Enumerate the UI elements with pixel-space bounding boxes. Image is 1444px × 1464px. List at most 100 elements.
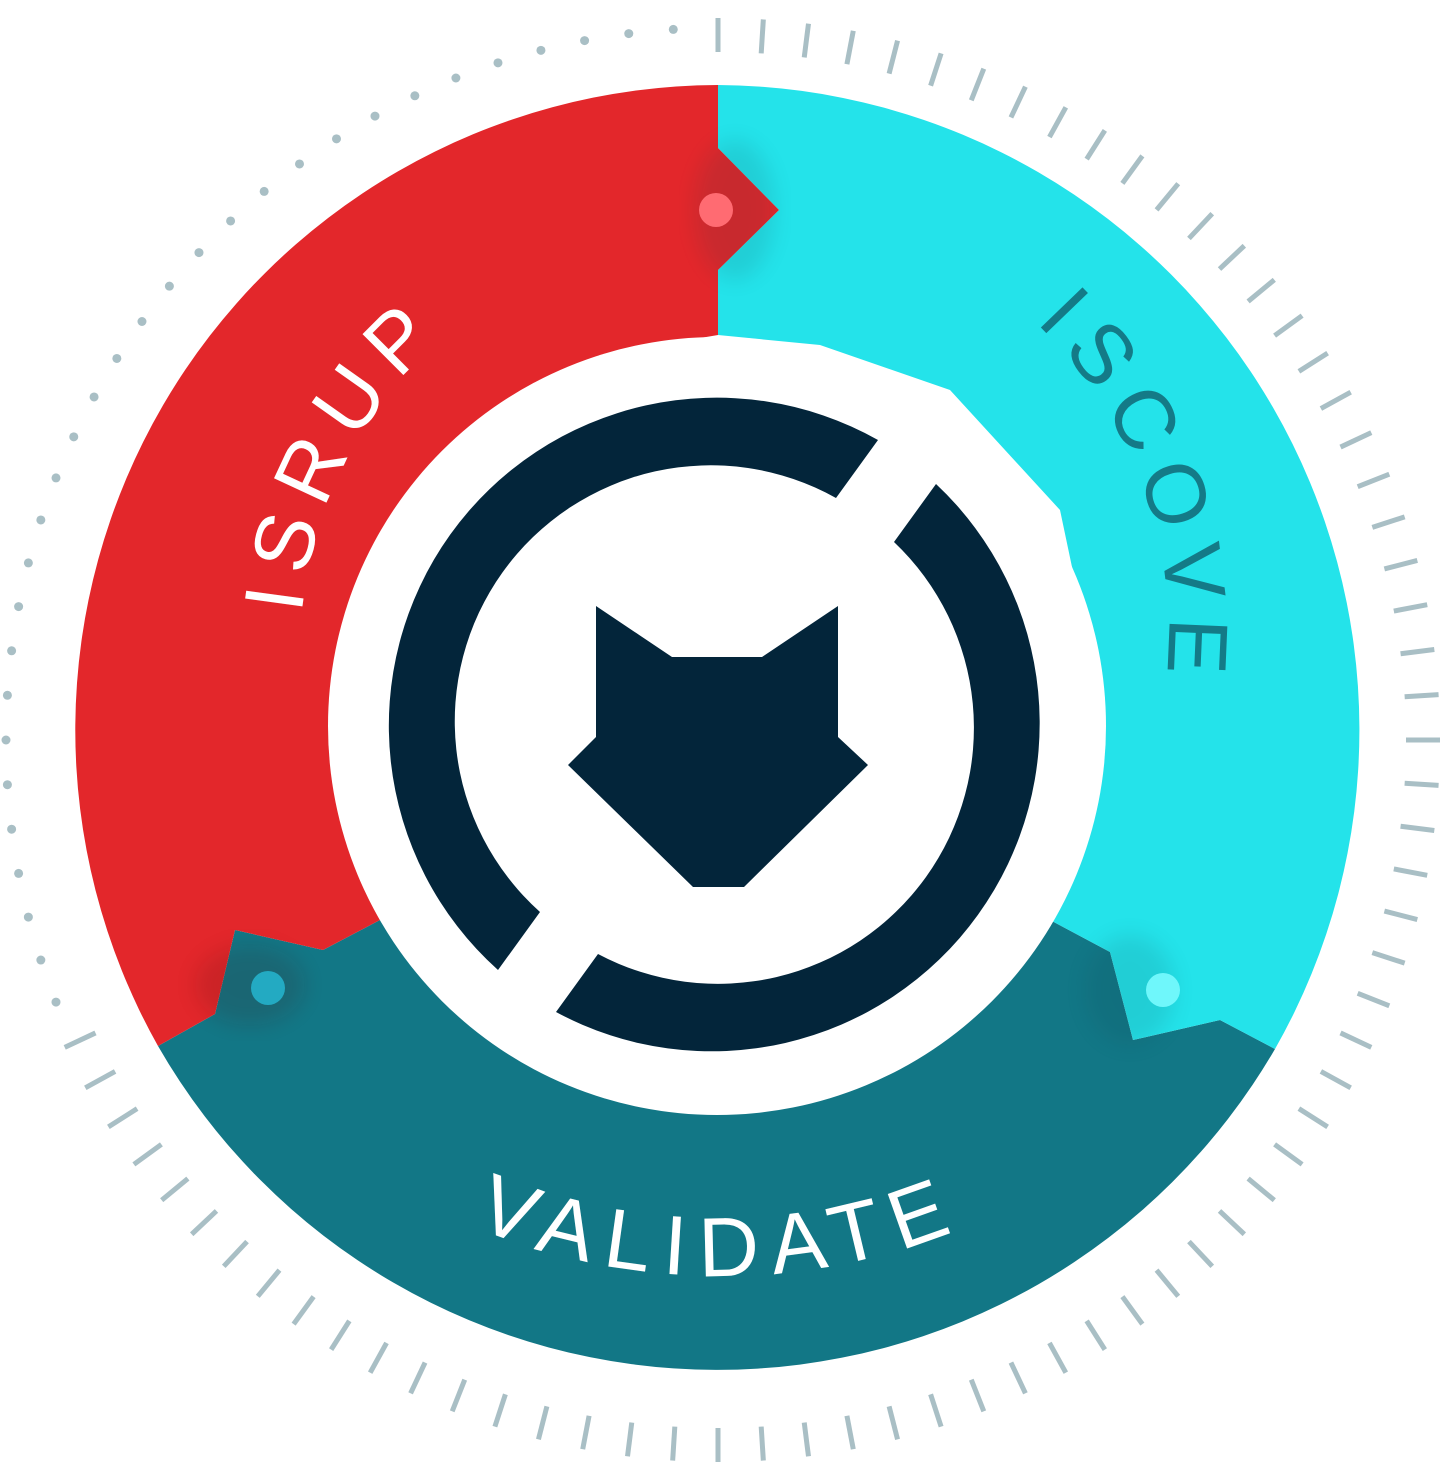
ring-tick	[1187, 1239, 1215, 1269]
ring-dot	[14, 868, 24, 878]
ring-tick	[1297, 351, 1329, 374]
logo-arc-left	[388, 397, 878, 970]
ring-tick	[968, 1378, 987, 1413]
ring-tick	[449, 1378, 468, 1413]
discover-segment[interactable]	[718, 85, 1360, 1049]
ring-tick	[968, 67, 987, 102]
ring-tick	[1084, 129, 1107, 161]
ring-tick	[928, 52, 944, 87]
validate-connector-dot	[251, 971, 285, 1005]
ring-tick	[1120, 1295, 1145, 1326]
ring-tick	[107, 1106, 139, 1129]
ring-tick	[1400, 647, 1435, 657]
ring-tick	[492, 1393, 508, 1428]
ring-tick	[221, 1239, 249, 1269]
ring-tick	[1339, 1030, 1373, 1050]
ring-dot	[36, 955, 46, 965]
ring-dot	[493, 58, 503, 68]
ring-tick	[408, 1361, 428, 1395]
ring-tick	[1383, 908, 1418, 922]
ring-tick	[886, 1405, 900, 1440]
ring-dot	[451, 73, 461, 83]
ring-tick	[160, 1176, 190, 1203]
outer-ring-dots	[1, 24, 678, 1007]
ring-tick	[1120, 154, 1145, 185]
ring-tick	[329, 1319, 352, 1351]
ring-dot	[2, 690, 12, 700]
fox-head-icon	[568, 606, 868, 887]
ring-tick	[1371, 950, 1406, 966]
ring-tick	[758, 1426, 766, 1461]
ring-dot	[7, 824, 17, 834]
ring-dot	[23, 558, 33, 568]
ring-tick	[886, 40, 900, 75]
disrupt-segment[interactable]	[75, 85, 780, 1046]
ring-tick	[1273, 313, 1304, 338]
ring-tick	[1319, 389, 1352, 411]
ring-tick	[1393, 866, 1428, 878]
ring-tick	[625, 1422, 635, 1457]
ring-dot	[51, 473, 61, 483]
ring-tick	[670, 1426, 678, 1461]
ring-dot	[36, 515, 46, 525]
ring-tick	[367, 1341, 389, 1374]
notch-shadow	[695, 140, 775, 280]
ring-tick	[801, 23, 811, 58]
ring-tick	[189, 1209, 219, 1237]
notch-shadow	[1085, 935, 1175, 1045]
ring-dot	[410, 91, 420, 101]
notch-shadow	[195, 945, 305, 1025]
ring-tick	[1047, 106, 1069, 139]
ring-tick	[844, 30, 856, 65]
ring-tick	[1008, 85, 1028, 119]
ring-dot	[1, 735, 11, 745]
ring-tick	[758, 19, 766, 54]
ring-dot	[164, 281, 174, 291]
validate-segment[interactable]	[158, 890, 1275, 1370]
ring-tick	[291, 1295, 316, 1326]
ring-tick	[1217, 1209, 1247, 1237]
ring-tick	[1273, 1142, 1304, 1167]
ring-dot	[2, 780, 12, 790]
ring-tick	[132, 1142, 163, 1167]
ring-dot	[259, 186, 269, 196]
ring-dot	[226, 216, 236, 226]
ring-tick	[1084, 1319, 1107, 1351]
ring-tick	[1404, 692, 1439, 700]
ring-dot	[112, 353, 122, 363]
ring-tick	[84, 1069, 117, 1091]
ring-tick	[1400, 823, 1435, 833]
ring-tick	[1047, 1341, 1069, 1374]
ring-dot	[668, 24, 678, 34]
ring-tick	[1371, 514, 1406, 530]
ring-dot	[624, 29, 634, 39]
ring-tick	[928, 1393, 944, 1428]
center-logo	[388, 397, 1040, 1052]
ring-tick	[1356, 471, 1391, 490]
ring-tick	[1297, 1106, 1329, 1129]
ring-tick	[1356, 990, 1391, 1009]
ring-tick	[1154, 1268, 1181, 1298]
ring-tick	[536, 1405, 550, 1440]
ring-tick	[1246, 277, 1276, 304]
ring-tick	[844, 1415, 856, 1450]
ring-dot	[194, 248, 204, 258]
ring-tick	[1154, 182, 1181, 212]
ring-tick	[1187, 211, 1215, 241]
ring-tick	[63, 1030, 97, 1050]
ring-dot	[294, 159, 304, 169]
ring-tick	[1246, 1176, 1276, 1203]
ring-dot	[14, 602, 24, 612]
ring-dot	[89, 392, 99, 402]
ring-tick	[1404, 780, 1439, 788]
outer-ring-ticks	[63, 18, 1440, 1462]
ring-dot	[137, 316, 147, 326]
ring-tick	[1217, 243, 1247, 271]
ring-dot	[7, 646, 17, 656]
ring-tick	[580, 1415, 592, 1450]
ring-dot	[23, 912, 33, 922]
ring-dot	[370, 111, 380, 121]
ring-dot	[331, 134, 341, 144]
ring-tick	[801, 1422, 811, 1457]
